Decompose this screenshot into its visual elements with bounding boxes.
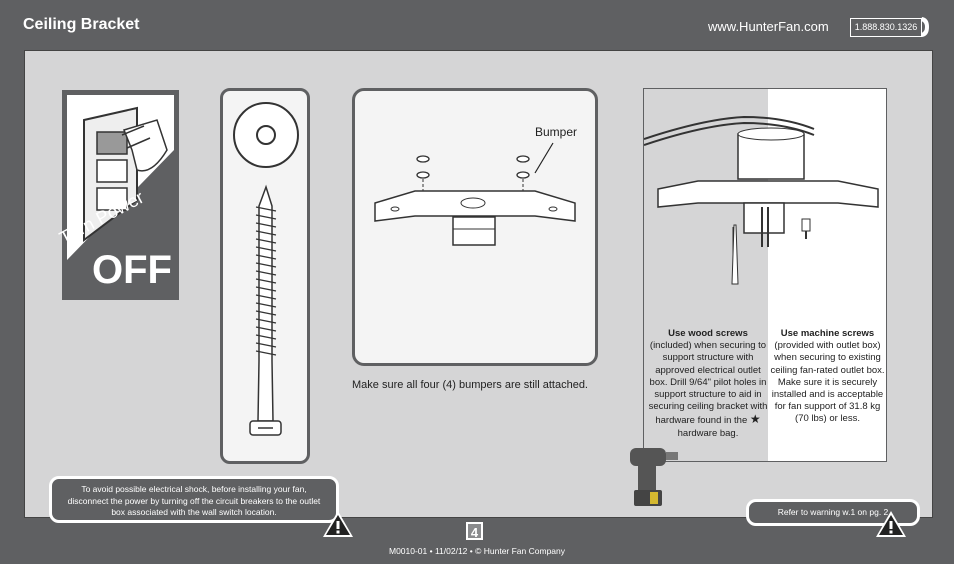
page-number: 4	[466, 522, 483, 540]
wood-screw-text: (included) when securing to support stru…	[648, 340, 768, 427]
footer-text: M0010-01 • 11/02/12 • © Hunter Fan Compa…	[388, 546, 565, 556]
installation-panel: Use wood screws (included) when securing…	[643, 88, 887, 462]
electrical-shock-warning: To avoid possible electrical shock, befo…	[49, 476, 339, 523]
outlet-box-illustration	[644, 115, 879, 285]
machine-screw-title: Use machine screws	[780, 328, 875, 339]
bracket-panel: Bumper	[352, 88, 598, 366]
drill-icon	[630, 448, 678, 506]
wood-screw-title: Use wood screws	[668, 328, 748, 339]
wall-switch-illustration	[67, 95, 174, 260]
phone-handset-icon	[921, 17, 929, 37]
phone-number: 1.888.830.1326	[850, 18, 922, 37]
warning-icon	[323, 511, 353, 537]
machine-screw-note: Use machine screws (provided with outlet…	[769, 328, 886, 426]
wood-screw-text-end: hardware bag.	[677, 427, 739, 439]
wood-screw-note: Use wood screws (included) when securing…	[647, 328, 769, 440]
machine-screw-text: (provided with outlet box) when securing…	[770, 340, 885, 425]
website-link[interactable]: www.HunterFan.com	[708, 19, 829, 34]
turn-power-off-panel: Turn Power OFF	[56, 90, 179, 300]
page-title: Ceiling Bracket	[23, 16, 140, 33]
bumper-label: Bumper	[535, 125, 578, 139]
off-text: OFF	[92, 248, 172, 292]
star-icon: ★	[749, 412, 761, 427]
bumper-caption: Make sure all four (4) bumpers are still…	[352, 379, 588, 391]
warning-icon	[876, 511, 906, 537]
hardware-panel	[220, 88, 310, 464]
ceiling-bracket-illustration	[374, 142, 576, 246]
wood-screw-illustration	[233, 102, 299, 436]
